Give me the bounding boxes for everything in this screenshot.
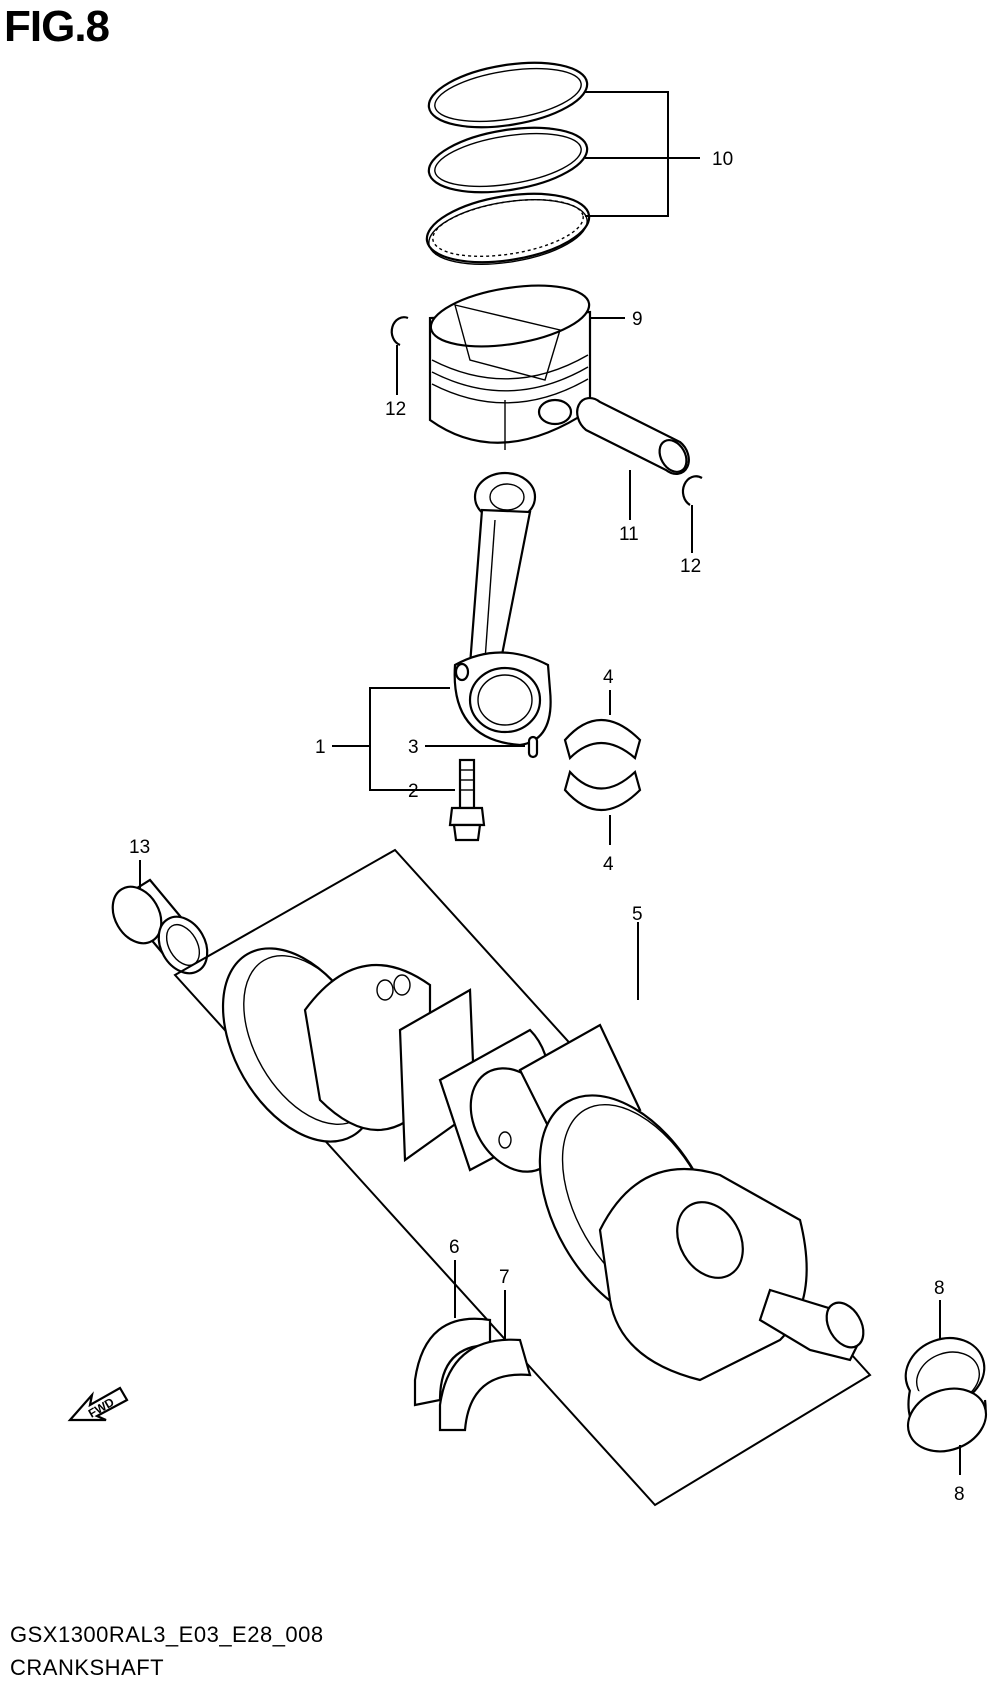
piston-pin-circlip-left <box>390 316 409 347</box>
callout-1: 1 <box>315 737 326 758</box>
callout-12-right: 12 <box>680 556 701 577</box>
callout-2: 2 <box>408 781 419 802</box>
callout-7: 7 <box>499 1267 510 1288</box>
crankshaft <box>221 947 865 1382</box>
callout-10: 10 <box>712 149 733 170</box>
callout-8-bottom: 8 <box>954 1484 965 1505</box>
callout-8-top: 8 <box>934 1278 945 1299</box>
forward-direction-arrow: FWD <box>67 1386 129 1422</box>
diagram-code: GSX1300RAL3_E03_E28_008 <box>10 1622 324 1647</box>
thrust-bearing-6 <box>413 1317 492 1407</box>
figure-title: FIG.8 <box>4 2 110 51</box>
piston <box>428 284 592 450</box>
thrust-bearing-7 <box>438 1338 532 1432</box>
callout-5: 5 <box>632 904 643 925</box>
callout-11: 11 <box>619 524 639 545</box>
callout-4-top: 4 <box>603 667 614 688</box>
piston-rings <box>425 61 591 265</box>
callout-3: 3 <box>408 737 419 758</box>
callout-12-left: 12 <box>385 399 406 420</box>
callout-13: 13 <box>129 837 150 858</box>
conrod-bearing-upper <box>563 718 642 761</box>
connecting-rod-bolt <box>448 758 486 842</box>
callout-4-bottom: 4 <box>603 854 614 875</box>
piston-pin-circlip-right <box>681 475 703 506</box>
piston-pin <box>576 397 690 475</box>
callout-9: 9 <box>632 309 643 330</box>
crankshaft-main-bearing <box>904 1337 988 1453</box>
diagram-name: CRANKSHAFT <box>10 1655 165 1680</box>
callout-6: 6 <box>449 1237 460 1258</box>
needle-bearing <box>111 878 209 975</box>
connecting-rod <box>453 471 552 747</box>
conrod-bearing-lower <box>563 769 642 812</box>
crankshaft-outline-box <box>173 848 872 1507</box>
connecting-rod-dowel <box>527 735 539 759</box>
